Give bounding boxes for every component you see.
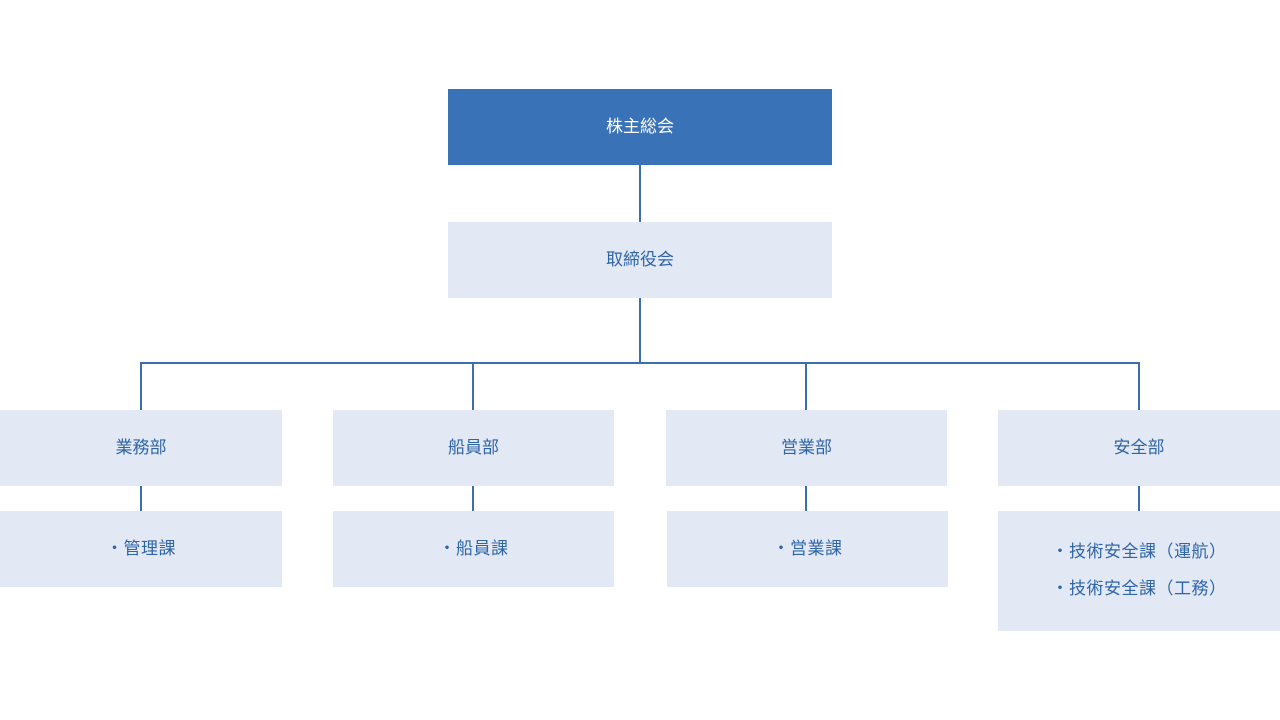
connector-dept-section-4 [1138, 486, 1140, 511]
department-box-sales: 営業部 [666, 410, 947, 486]
department-label: 業務部 [115, 437, 167, 458]
department-label: 船員部 [448, 437, 499, 458]
connector-bus-dept-4 [1138, 363, 1140, 410]
section-label: ・技術安全課（運航） [1051, 542, 1227, 562]
shareholders-meeting-label: 株主総会 [606, 116, 674, 137]
connector-dept-section-1 [140, 486, 142, 511]
section-label: ・管理課 [106, 538, 176, 559]
connector-horizontal-bus [140, 362, 1140, 364]
section-box-safety: ・技術安全課（運航） ・技術安全課（工務） [998, 511, 1280, 631]
section-box-operations: ・管理課 [0, 511, 282, 587]
department-label: 安全部 [1113, 437, 1165, 458]
connector-bus-dept-2 [472, 363, 474, 410]
department-box-crew: 船員部 [333, 410, 614, 486]
shareholders-meeting-box: 株主総会 [448, 89, 832, 165]
section-label: ・船員課 [438, 538, 509, 559]
section-label: ・技術安全課（工務） [1051, 579, 1227, 599]
section-box-sales: ・営業課 [667, 511, 948, 587]
board-of-directors-label: 取締役会 [606, 249, 674, 270]
department-box-operations: 業務部 [0, 410, 282, 486]
department-label: 営業部 [781, 437, 832, 458]
board-of-directors-box: 取締役会 [448, 222, 832, 298]
connector-bus-dept-3 [805, 363, 807, 410]
department-box-safety: 安全部 [998, 410, 1280, 486]
connector-dept-section-2 [472, 486, 474, 511]
section-label: ・営業課 [772, 538, 843, 559]
connector-board-bus [639, 298, 641, 363]
connector-bus-dept-1 [140, 363, 142, 410]
connector-dept-section-3 [805, 486, 807, 511]
section-box-crew: ・船員課 [333, 511, 614, 587]
connector-top-board [639, 165, 641, 222]
